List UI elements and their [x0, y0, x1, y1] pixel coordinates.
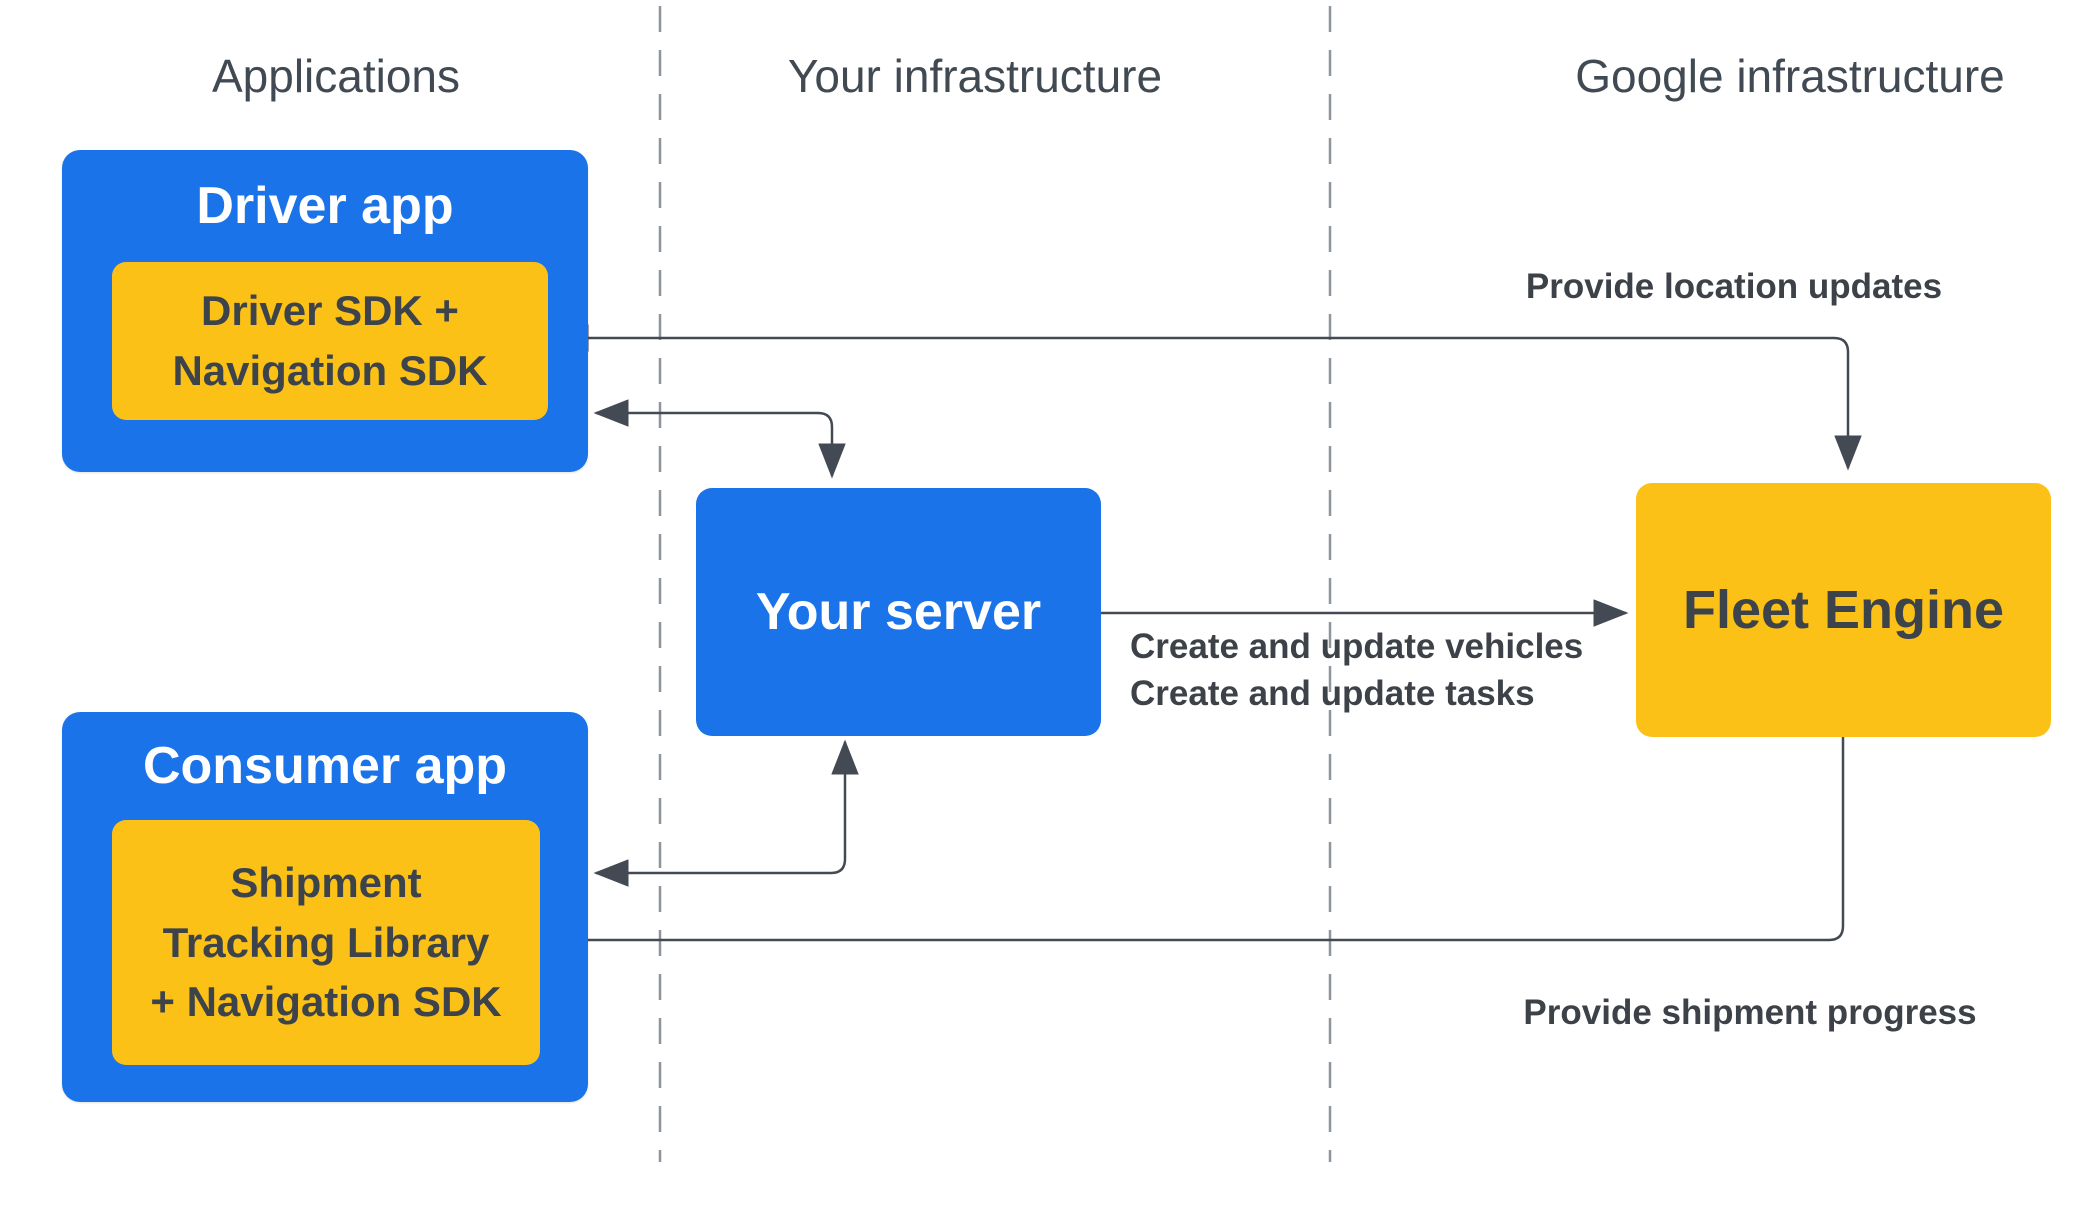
arrow-location-updates — [553, 324, 1862, 471]
column-header-google-infrastructure: Google infrastructure — [1575, 50, 2005, 102]
column-header-applications: Applications — [211, 50, 461, 102]
driver-app-node: Driver app Driver SDK + Navigation SDK — [62, 150, 588, 472]
shipment-library-line-2: Tracking Library — [162, 918, 490, 966]
fleet-engine-title: Fleet Engine — [1682, 580, 2005, 640]
driver-sdk-node: Driver SDK + Navigation SDK — [112, 262, 548, 420]
consumer-app-title: Consumer app — [142, 737, 508, 795]
arrow-fleet-engine-shipment-library — [549, 737, 1845, 954]
your-server-title: Your server — [755, 583, 1042, 641]
driver-sdk-line-2: Navigation SDK — [172, 347, 488, 394]
arrow-driver-app-your-server — [593, 399, 846, 479]
label-provide-location-updates: Provide location updates — [1525, 267, 1943, 306]
your-server-node: Your server — [696, 488, 1101, 736]
label-provide-shipment-progress: Provide shipment progress — [1523, 993, 1977, 1032]
label-create-update-vehicles: Create and update vehicles — [1130, 627, 1584, 666]
arrow-your-server-consumer-app — [593, 739, 859, 887]
shipment-library-line-3: + Navigation SDK — [150, 978, 502, 1026]
shipment-library-line-1: Shipment — [230, 859, 422, 907]
fleet-engine-node: Fleet Engine — [1636, 483, 2051, 737]
driver-app-title: Driver app — [196, 177, 454, 235]
consumer-app-node: Consumer app Shipment Tracking Library +… — [62, 712, 588, 1102]
shipment-tracking-library-node: Shipment Tracking Library + Navigation S… — [112, 820, 540, 1065]
column-header-your-infrastructure: Your infrastructure — [787, 50, 1163, 102]
label-create-update-tasks: Create and update tasks — [1130, 673, 1535, 713]
label-create-update: Create and update vehicles Create and up… — [1130, 624, 1583, 718]
driver-sdk-line-1: Driver SDK + — [201, 287, 459, 335]
